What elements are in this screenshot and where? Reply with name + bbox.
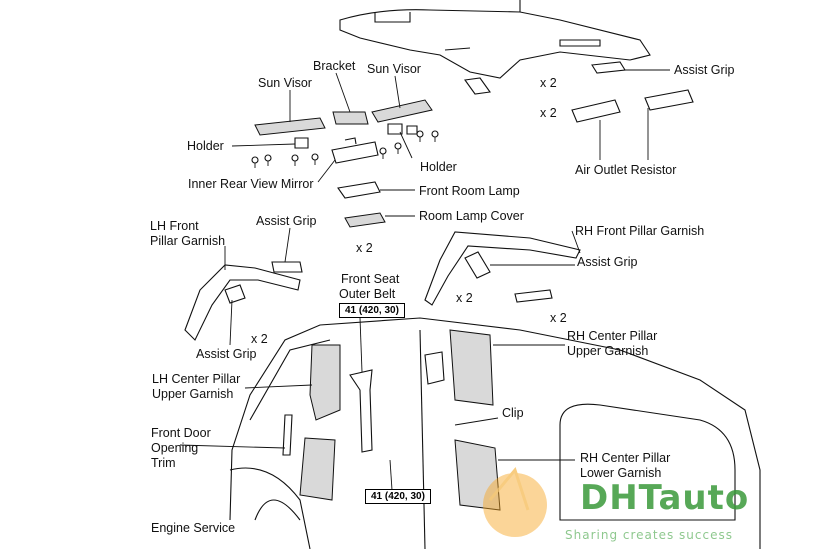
- watermark-logo: DHTauto Sharing creates success: [470, 450, 815, 549]
- label-bracket: Bracket: [313, 59, 356, 73]
- holders: [294, 123, 418, 149]
- screws-top: [251, 130, 439, 168]
- label-lh-front-pillar-garnish-2: Pillar Garnish: [150, 234, 226, 248]
- label-front-seat-outer-belt-2: Outer Belt: [339, 287, 396, 301]
- label-room-lamp-cover: Room Lamp Cover: [419, 209, 524, 223]
- label-front-door-opening-trim-1: Front Door: [151, 426, 211, 440]
- watermark-brand: DHTauto: [580, 478, 750, 518]
- label-air-outlet-resistor: Air Outlet Resistor: [575, 163, 677, 177]
- label-rh-center-pillar-upper-1: RH Center Pillar: [567, 329, 658, 343]
- torque-spec-bottom: 41 (420, 30): [365, 489, 431, 504]
- label-rh-center-pillar-lower-2: Lower Garnish: [580, 466, 662, 480]
- label-x2-e: x 2: [550, 311, 567, 325]
- label-holder-right: Holder: [420, 160, 457, 174]
- assist-grip-top: [464, 61, 626, 95]
- label-front-room-lamp: Front Room Lamp: [419, 184, 520, 198]
- sun-visor-left: [254, 117, 326, 136]
- label-engine-service: Engine Service: [151, 521, 236, 535]
- inner-rear-view-mirror: [331, 137, 379, 164]
- label-lh-center-pillar-upper-1: LH Center Pillar: [152, 372, 241, 386]
- label-holder-left: Holder: [187, 139, 224, 153]
- label-x2-b: x 2: [540, 106, 557, 120]
- lh-front-pillar-garnish: [184, 261, 303, 341]
- sun-visor-right: [371, 99, 433, 123]
- front-seat-outer-belt: [349, 351, 445, 453]
- label-front-door-opening-trim-3: Trim: [151, 456, 176, 470]
- bracket: [332, 111, 369, 125]
- label-assist-grip-rh: Assist Grip: [577, 255, 638, 269]
- label-rh-center-pillar-lower-1: RH Center Pillar: [580, 451, 671, 465]
- label-x2-a: x 2: [540, 76, 557, 90]
- vehicle-body: [229, 317, 761, 549]
- torque-spec-top: 41 (420, 30): [339, 303, 405, 318]
- label-lh-front-pillar-garnish-1: LH Front: [150, 219, 199, 233]
- label-x2-c: x 2: [356, 241, 373, 255]
- rh-center-pillar-upper-garnish: [449, 329, 494, 406]
- rh-center-pillar-lower-garnish: [454, 439, 501, 511]
- label-clip: Clip: [502, 406, 524, 420]
- label-rh-center-pillar-upper-2: Upper Garnish: [567, 344, 649, 358]
- label-sun-visor-right: Sun Visor: [367, 62, 421, 76]
- label-inner-rear-view-mirror: Inner Rear View Mirror: [188, 177, 314, 191]
- lh-center-pillar-upper-garnish: [309, 344, 341, 421]
- watermark-sun-icon: [483, 466, 547, 537]
- label-x2-f: x 2: [251, 332, 268, 346]
- label-front-seat-outer-belt-1: Front Seat: [341, 272, 400, 286]
- front-door-opening-trim: [282, 414, 336, 501]
- front-room-lamp: [337, 181, 381, 199]
- label-x2-d: x 2: [456, 291, 473, 305]
- label-assist-grip-lh: Assist Grip: [256, 214, 317, 228]
- label-rh-front-pillar-garnish: RH Front Pillar Garnish: [575, 224, 705, 238]
- leader-lines: [179, 69, 670, 491]
- room-lamp-cover: [344, 212, 386, 228]
- label-front-door-opening-trim-2: Opening: [151, 441, 199, 455]
- label-sun-visor-left: Sun Visor: [258, 76, 312, 90]
- rh-front-pillar-garnish: [424, 231, 581, 306]
- label-assist-grip-lower: Assist Grip: [196, 347, 257, 361]
- label-assist-grip-top: Assist Grip: [674, 63, 735, 77]
- air-outlet-resistor: [571, 89, 694, 123]
- roof-headliner: [339, 0, 651, 79]
- watermark-tagline: Sharing creates success: [565, 528, 733, 542]
- label-lh-center-pillar-upper-2: Upper Garnish: [152, 387, 234, 401]
